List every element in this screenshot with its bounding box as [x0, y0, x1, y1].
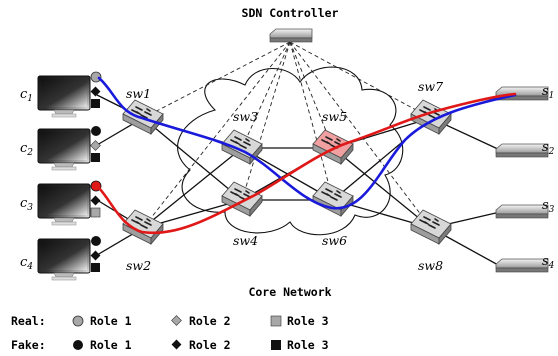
sdn-controller	[269, 28, 313, 43]
legend-fake-role3: Role 3	[287, 338, 329, 352]
role1-marker	[91, 236, 101, 246]
server-s2: s2	[495, 140, 555, 158]
legend-fake-label: Fake:	[11, 338, 46, 352]
role1-marker	[90, 71, 102, 83]
server-s3: s3	[495, 198, 555, 219]
fake-role3-marker	[271, 340, 281, 350]
server-s1: s1	[495, 84, 554, 101]
legend: Real: Role 1 Role 2 Role 3 Fake: Role 1 …	[11, 314, 329, 352]
switch-sw7: sw7	[410, 79, 452, 135]
core-network-cloud	[177, 66, 404, 236]
role2-marker	[90, 140, 101, 151]
core-network-label: Core Network	[248, 285, 331, 299]
switch-label: sw8	[418, 258, 443, 273]
role3-marker	[91, 153, 100, 162]
switch-label: sw6	[322, 233, 347, 248]
role3-marker	[91, 99, 100, 108]
client-c3: c3	[20, 180, 102, 226]
switch-label: sw4	[233, 233, 258, 248]
role2-marker	[90, 86, 101, 97]
switch-label: sw5	[322, 109, 347, 124]
blue-flow-path	[97, 76, 517, 210]
real-role2-marker	[171, 315, 182, 326]
role2-marker	[90, 250, 101, 261]
switch-sw4: sw4	[221, 181, 263, 248]
server-s4: s4	[495, 254, 555, 273]
role3-marker	[90, 207, 101, 218]
role3-marker	[91, 263, 100, 272]
fake-role1-marker	[73, 340, 83, 350]
switch-sw1: sw1	[122, 86, 164, 135]
legend-fake-role2: Role 2	[189, 338, 231, 352]
switch-label: sw3	[233, 109, 258, 124]
switch-sw6: sw6	[312, 181, 354, 248]
red-flow-path	[97, 92, 517, 235]
role2-marker	[90, 195, 101, 206]
client-label: c1	[20, 87, 33, 104]
legend-row-fake: Fake: Role 1 Role 2 Role 3	[11, 338, 329, 352]
legend-real-role3: Role 3	[287, 314, 329, 328]
controller-links	[142, 41, 432, 229]
role1-marker	[91, 126, 101, 136]
server-label: s4	[542, 254, 555, 271]
switch-sw8: sw8	[410, 209, 452, 273]
server-label: s1	[542, 84, 554, 101]
switch-label: sw7	[418, 79, 443, 94]
client-c2: c2	[20, 126, 101, 171]
legend-real-role2: Role 2	[189, 314, 231, 328]
real-role3-marker	[270, 315, 282, 327]
real-role1-marker	[72, 315, 84, 327]
client-label: c2	[20, 141, 33, 158]
switch-sw2: sw2	[122, 209, 164, 273]
server-label: s2	[542, 140, 555, 157]
switch-sw5: sw5	[312, 109, 354, 165]
client-c4: c4	[20, 236, 101, 281]
client-c1: c1	[20, 71, 102, 118]
fake-role2-marker	[171, 339, 182, 350]
switch-label: sw2	[126, 258, 151, 273]
switch-label: sw1	[126, 86, 151, 101]
server-label: s3	[542, 198, 555, 215]
legend-row-real: Real: Role 1 Role 2 Role 3	[11, 314, 329, 328]
controller-label: SDN Controller	[242, 6, 339, 20]
legend-fake-role1: Role 1	[90, 338, 132, 352]
client-label: c4	[20, 255, 33, 272]
client-label: c3	[20, 196, 33, 213]
legend-real-label: Real:	[11, 314, 46, 328]
switch-sw3: sw3	[221, 109, 263, 165]
legend-real-role1: Role 1	[90, 314, 132, 328]
